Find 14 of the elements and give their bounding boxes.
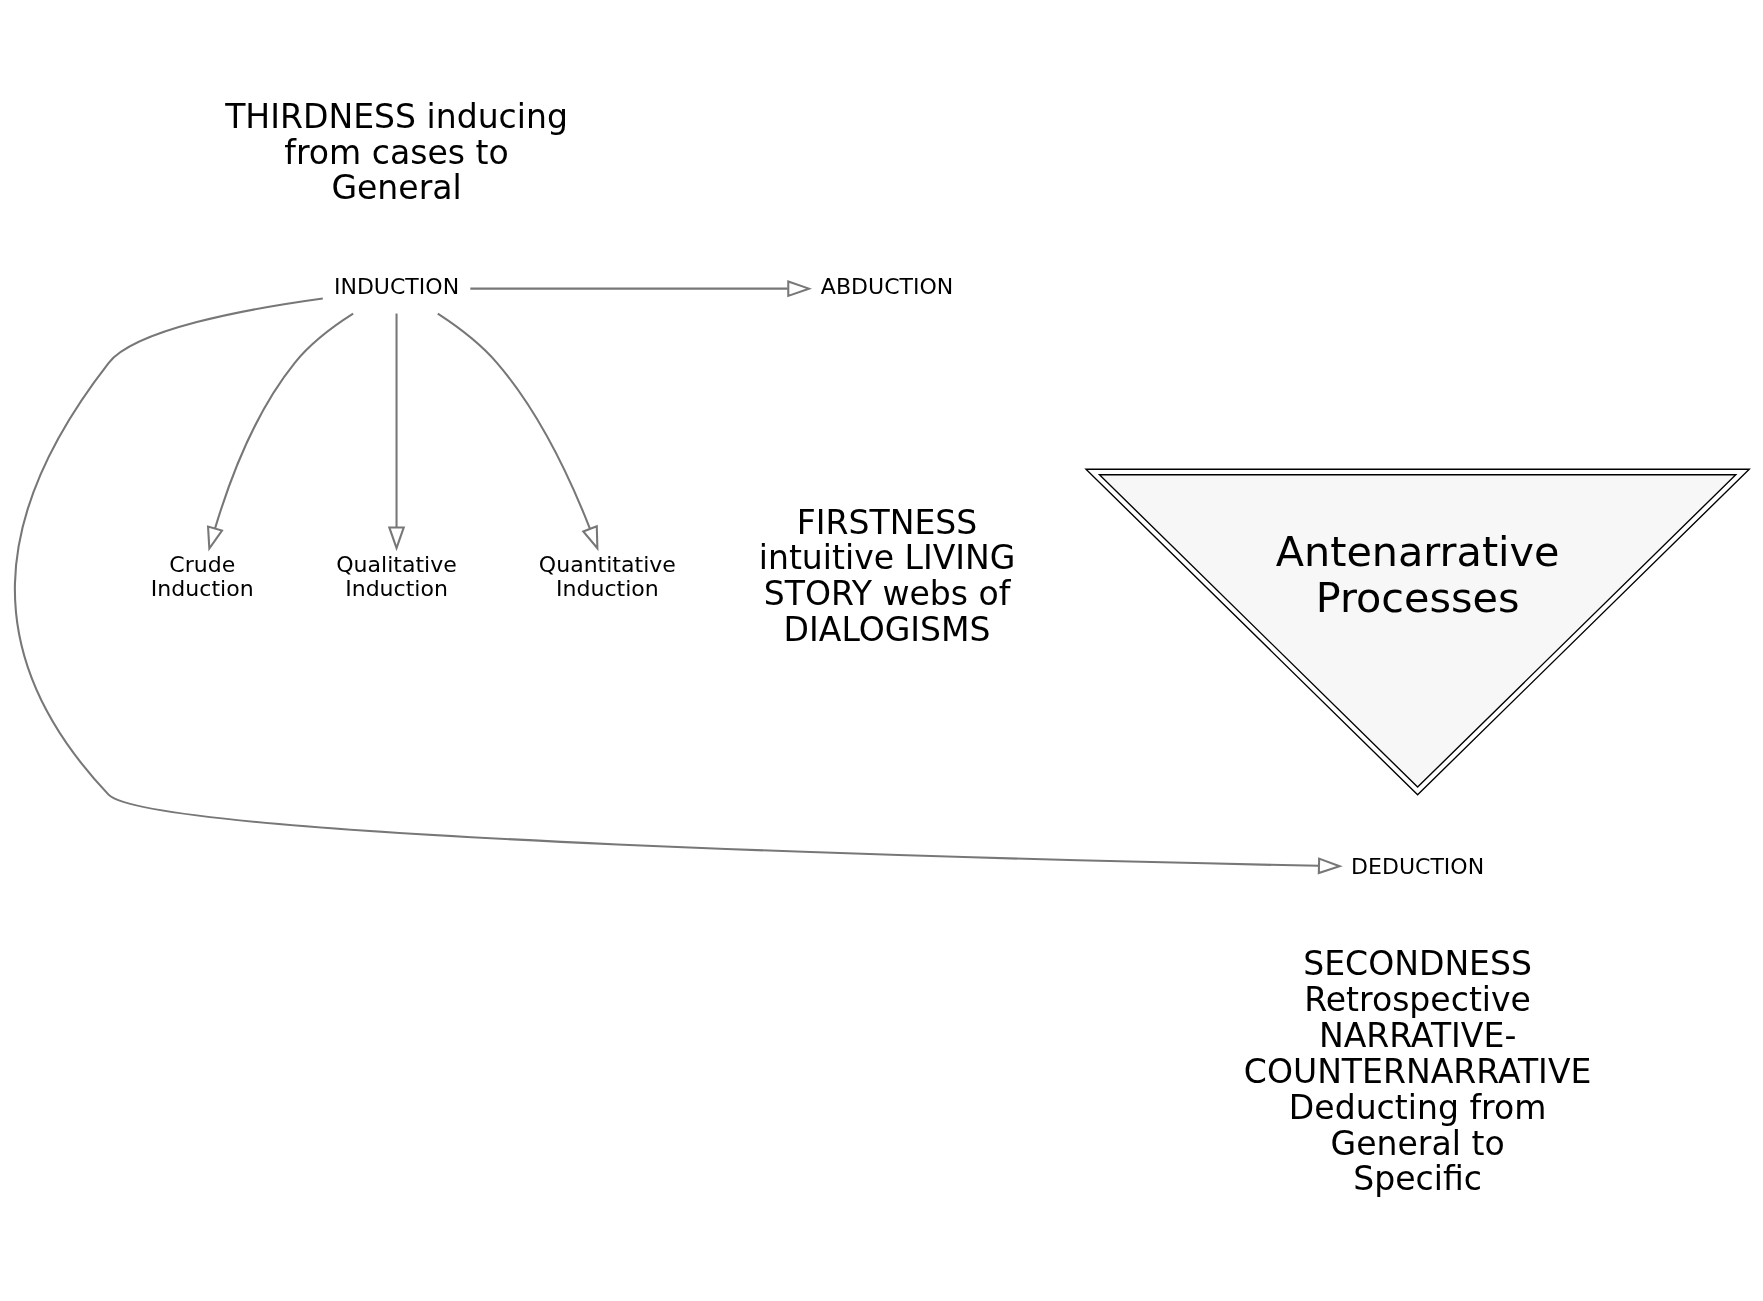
node-text: DEDUCTION [1350, 854, 1484, 880]
arrow [13, 297, 1343, 875]
label: FIRSTNESS intuitive LIVING STORY webs of DIALOGISMS [758, 502, 1015, 650]
node-text: Qualitative Induction [335, 551, 457, 602]
label: SECONDNESS Retrospective NARRATIVE-COUNTERNARRATIVE Deducting from General to Specific [1243, 944, 1591, 1199]
arrow [469, 279, 812, 298]
node-text: INDUCTION [333, 273, 459, 299]
node-text: Crude Induction [150, 551, 254, 602]
arrow [206, 312, 354, 552]
label: THIRDNESS inducing from cases to General [224, 96, 568, 208]
arrow [387, 313, 405, 552]
node-text: ABDUCTION [820, 273, 953, 299]
arrow [436, 312, 598, 552]
node-text: Quantitative Induction [538, 551, 676, 602]
